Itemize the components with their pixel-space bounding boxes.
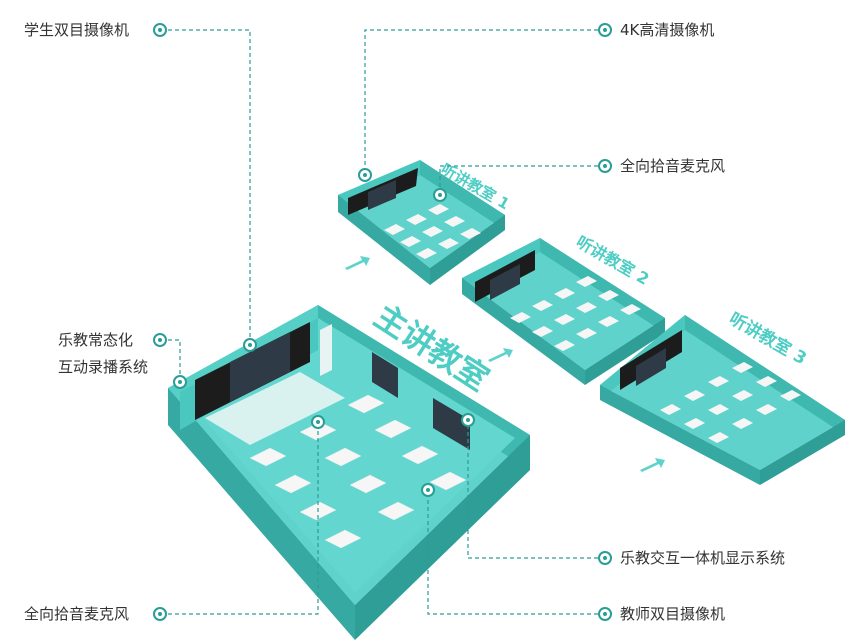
callout-4k-camera: 4K高清摄像机	[620, 21, 715, 39]
callout-student-camera: 学生双目摄像机	[24, 21, 130, 39]
callout-4k-camera-marker	[598, 23, 612, 37]
listening-room-1	[338, 160, 505, 285]
callout-teacher-camera-marker	[598, 607, 612, 621]
callout-lines	[168, 29, 598, 615]
callout-display-marker	[598, 551, 612, 565]
main-side-screen	[372, 352, 398, 398]
callout-listen-mic: 全向拾音麦克风	[620, 157, 726, 175]
main-classroom	[168, 305, 530, 640]
room3-desk-group	[660, 362, 801, 443]
callout-teacher-camera: 教师双目摄像机	[620, 605, 726, 623]
listening-room-3	[600, 315, 845, 485]
callout-display-system: 乐教交互一体机显示系统	[620, 549, 786, 567]
callout-recording-line2: 互动录播系统	[58, 358, 149, 376]
listening-room-2	[462, 238, 665, 385]
main-side-screen-2	[433, 398, 470, 450]
callout-listen-mic-marker	[598, 159, 612, 173]
callout-recording-line1: 乐教常态化	[58, 331, 134, 349]
main-interactive-display	[230, 332, 290, 402]
room2-desk-group	[510, 276, 641, 351]
callout-recording-marker	[153, 333, 167, 347]
callout-main-mic: 全向拾音麦克风	[24, 605, 130, 623]
callout-student-camera-marker	[153, 23, 167, 37]
flow-arrows	[345, 256, 665, 472]
callout-main-mic-marker	[153, 607, 167, 621]
equipment-markers	[173, 168, 475, 497]
room1-desk-group	[384, 204, 481, 259]
